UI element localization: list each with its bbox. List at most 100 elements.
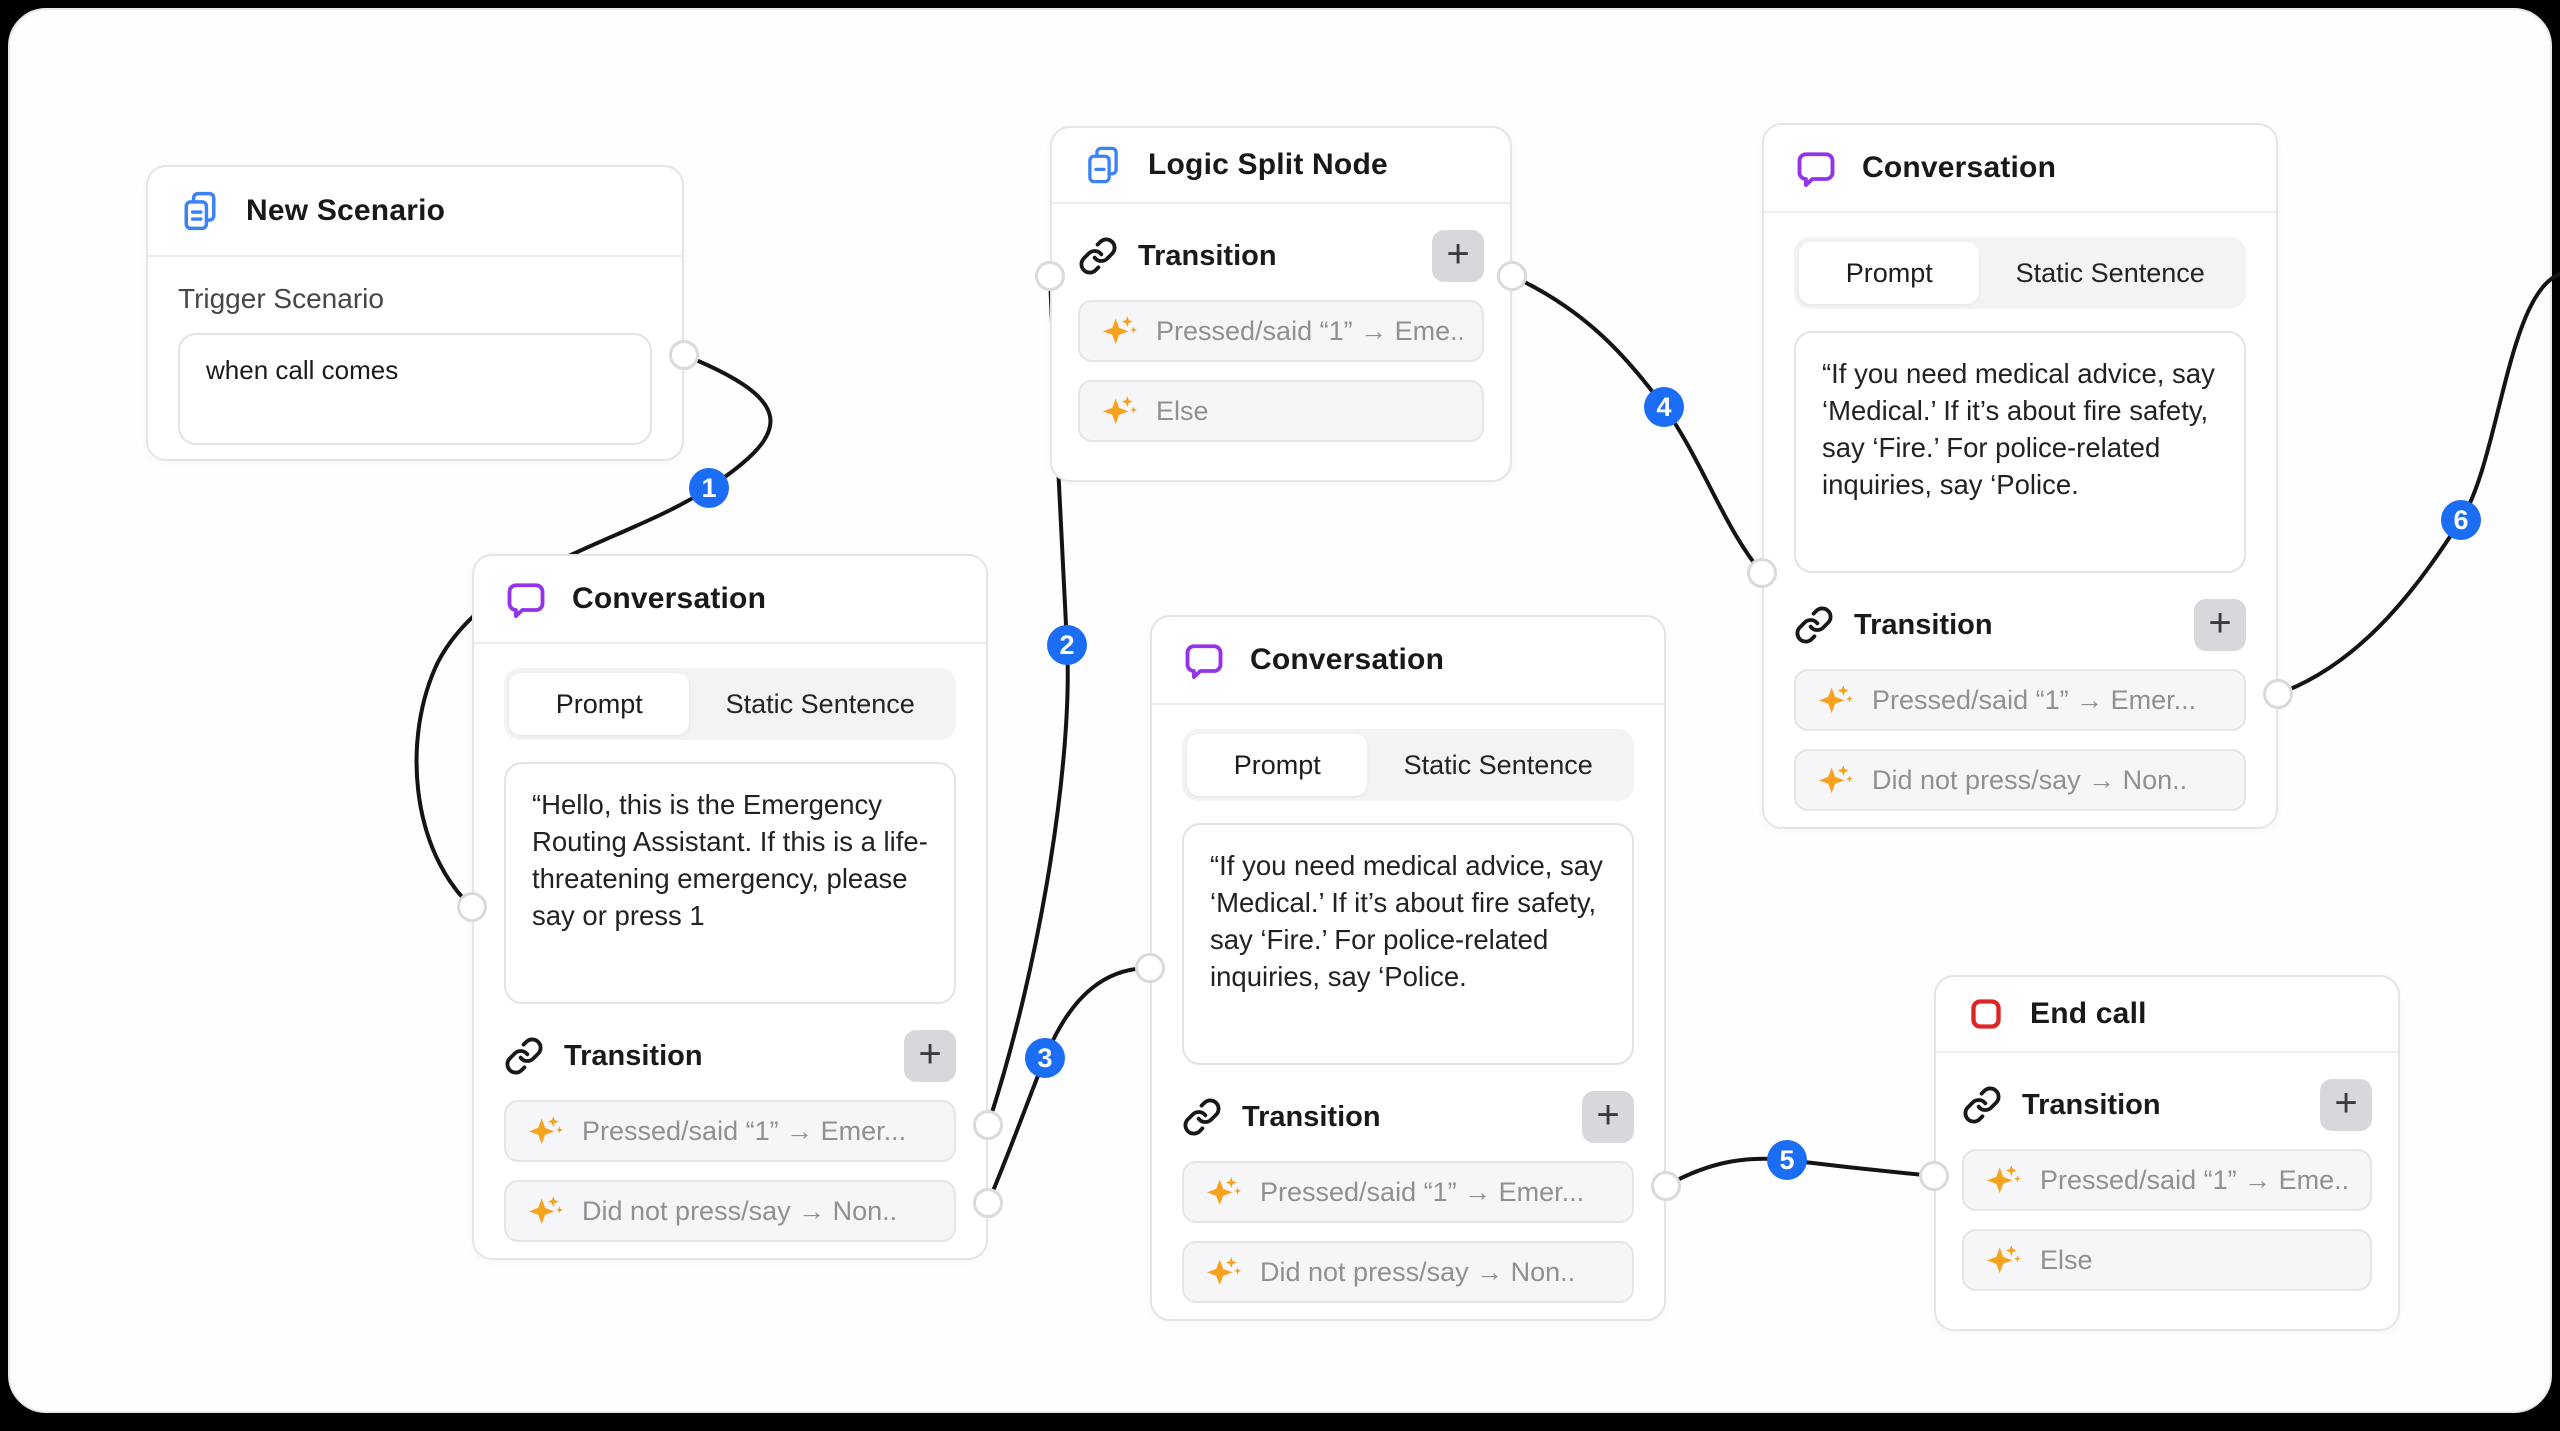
sparkle-icon bbox=[1100, 393, 1138, 429]
transition-item[interactable]: Pressed/said “1” → Emer... bbox=[1182, 1161, 1634, 1223]
connection-handle-conversation-top-right-out[interactable] bbox=[2263, 679, 2293, 709]
transition-label: Transition bbox=[1138, 240, 1412, 273]
transition-item[interactable]: Else bbox=[1962, 1229, 2372, 1291]
add-transition-button[interactable]: + bbox=[2320, 1079, 2372, 1131]
node-logic-split[interactable]: Logic Split Node Transition + Pressed/sa… bbox=[1050, 126, 1512, 482]
transition-item-label: Pressed/said “1” → Emer... bbox=[1260, 1177, 1584, 1208]
edge-order-badge: 3 bbox=[1025, 1038, 1065, 1078]
node-title: Conversation bbox=[572, 582, 766, 616]
tab-prompt[interactable]: Prompt bbox=[1187, 734, 1367, 796]
transition-item[interactable]: Did not press/say → Non.. bbox=[504, 1180, 956, 1242]
sparkle-icon bbox=[1816, 682, 1854, 718]
connection-handle-conversation-mid-left-in[interactable] bbox=[457, 892, 487, 922]
sparkle-icon bbox=[1984, 1242, 2022, 1278]
chat-bubble-icon bbox=[1182, 638, 1226, 682]
transition-label: Transition bbox=[1854, 609, 2174, 642]
node-end-call[interactable]: End call Transition + Pressed/said “1” →… bbox=[1934, 975, 2400, 1331]
transition-item-label: Did not press/say → Non.. bbox=[1260, 1257, 1575, 1288]
transition-item[interactable]: Else bbox=[1078, 380, 1484, 442]
link-icon bbox=[504, 1036, 544, 1076]
transition-item[interactable]: Did not press/say → Non.. bbox=[1182, 1241, 1634, 1303]
sparkle-icon bbox=[526, 1113, 564, 1149]
trigger-scenario-input[interactable]: when call comes bbox=[178, 333, 652, 445]
connection-handle-conversation-center-out[interactable] bbox=[1651, 1171, 1681, 1201]
connection-handle-new-scenario-out[interactable] bbox=[669, 340, 699, 370]
node-conversation-top-right[interactable]: Conversation Prompt Static Sentence “If … bbox=[1762, 123, 2278, 829]
connection-handle-conversation-mid-left-out-2[interactable] bbox=[973, 1188, 1003, 1218]
transition-item-label: Pressed/said “1” → Emer... bbox=[582, 1116, 906, 1147]
transition-header: Transition + bbox=[1794, 599, 2246, 651]
tab-static-sentence[interactable]: Static Sentence bbox=[1367, 734, 1629, 796]
transition-header: Transition + bbox=[1962, 1079, 2372, 1131]
prompt-textarea[interactable]: “Hello, this is the Emergency Routing As… bbox=[504, 762, 956, 1004]
node-conversation-mid-left[interactable]: Conversation Prompt Static Sentence “Hel… bbox=[472, 554, 988, 1260]
transition-item-label: Else bbox=[2040, 1245, 2093, 1276]
flow-canvas[interactable]: New Scenario Trigger Scenario when call … bbox=[10, 10, 2550, 1411]
tab-static-sentence[interactable]: Static Sentence bbox=[1979, 242, 2241, 304]
sparkle-icon bbox=[1984, 1162, 2022, 1198]
transition-item-label: Else bbox=[1156, 396, 1209, 427]
prompt-textarea[interactable]: “If you need medical advice, say ‘Medica… bbox=[1794, 331, 2246, 573]
link-icon bbox=[1962, 1085, 2002, 1125]
node-header: New Scenario bbox=[148, 167, 682, 257]
node-new-scenario[interactable]: New Scenario Trigger Scenario when call … bbox=[146, 165, 684, 461]
trigger-scenario-label: Trigger Scenario bbox=[178, 283, 652, 315]
node-conversation-center[interactable]: Conversation Prompt Static Sentence “If … bbox=[1150, 615, 1666, 1321]
tab-prompt[interactable]: Prompt bbox=[509, 673, 689, 735]
connection-handle-conversation-mid-left-out-1[interactable] bbox=[973, 1110, 1003, 1140]
sparkle-icon bbox=[1100, 313, 1138, 349]
transition-item[interactable]: Pressed/said “1” → Eme.. bbox=[1078, 300, 1484, 362]
transition-item[interactable]: Pressed/said “1” → Emer... bbox=[504, 1100, 956, 1162]
transition-item-label: Did not press/say → Non.. bbox=[1872, 765, 2187, 796]
transition-header: Transition + bbox=[1078, 230, 1484, 282]
edge-order-badge: 2 bbox=[1047, 625, 1087, 665]
transition-item[interactable]: Pressed/said “1” → Eme.. bbox=[1962, 1149, 2372, 1211]
transition-label: Transition bbox=[2022, 1089, 2300, 1122]
node-header: Logic Split Node bbox=[1052, 128, 1510, 204]
node-header: Conversation bbox=[1764, 125, 2276, 213]
add-transition-button[interactable]: + bbox=[1432, 230, 1484, 282]
edge-4[interactable] bbox=[1512, 276, 1762, 573]
connection-handle-end-call-in[interactable] bbox=[1919, 1161, 1949, 1191]
document-icon bbox=[1082, 144, 1124, 186]
sparkle-icon bbox=[1816, 762, 1854, 798]
edge-6[interactable] bbox=[2278, 272, 2560, 694]
transition-label: Transition bbox=[564, 1040, 884, 1073]
connection-handle-conversation-center-in[interactable] bbox=[1135, 953, 1165, 983]
node-title: New Scenario bbox=[246, 194, 445, 228]
transition-item-label: Pressed/said “1” → Emer... bbox=[1872, 685, 2196, 716]
connection-handle-logic-split-in[interactable] bbox=[1035, 261, 1065, 291]
transition-item[interactable]: Did not press/say → Non.. bbox=[1794, 749, 2246, 811]
prompt-type-tabs: Prompt Static Sentence bbox=[504, 668, 956, 740]
transition-item[interactable]: Pressed/said “1” → Emer... bbox=[1794, 669, 2246, 731]
edge-order-badge: 1 bbox=[689, 468, 729, 508]
connection-handle-logic-split-out[interactable] bbox=[1497, 261, 1527, 291]
node-title: End call bbox=[2030, 997, 2147, 1031]
add-transition-button[interactable]: + bbox=[1582, 1091, 1634, 1143]
link-icon bbox=[1182, 1097, 1222, 1137]
transition-item-label: Pressed/said “1” → Eme.. bbox=[2040, 1165, 2349, 1196]
sparkle-icon bbox=[526, 1193, 564, 1229]
document-icon bbox=[178, 189, 222, 233]
edge-3[interactable] bbox=[988, 968, 1150, 1203]
canvas-surface[interactable]: New Scenario Trigger Scenario when call … bbox=[8, 8, 2552, 1413]
prompt-type-tabs: Prompt Static Sentence bbox=[1182, 729, 1634, 801]
transition-header: Transition + bbox=[504, 1030, 956, 1082]
node-header: Conversation bbox=[1152, 617, 1664, 705]
sparkle-icon bbox=[1204, 1174, 1242, 1210]
node-title: Logic Split Node bbox=[1148, 148, 1388, 182]
chat-bubble-icon bbox=[1794, 146, 1838, 190]
tab-prompt[interactable]: Prompt bbox=[1799, 242, 1979, 304]
add-transition-button[interactable]: + bbox=[904, 1030, 956, 1082]
link-icon bbox=[1078, 236, 1118, 276]
prompt-type-tabs: Prompt Static Sentence bbox=[1794, 237, 2246, 309]
sparkle-icon bbox=[1204, 1254, 1242, 1290]
edge-order-badge: 4 bbox=[1644, 387, 1684, 427]
add-transition-button[interactable]: + bbox=[2194, 599, 2246, 651]
prompt-textarea[interactable]: “If you need medical advice, say ‘Medica… bbox=[1182, 823, 1634, 1065]
transition-label: Transition bbox=[1242, 1101, 1562, 1134]
end-call-icon bbox=[1966, 994, 2006, 1034]
transition-header: Transition + bbox=[1182, 1091, 1634, 1143]
connection-handle-conversation-top-right-in[interactable] bbox=[1747, 558, 1777, 588]
tab-static-sentence[interactable]: Static Sentence bbox=[689, 673, 951, 735]
